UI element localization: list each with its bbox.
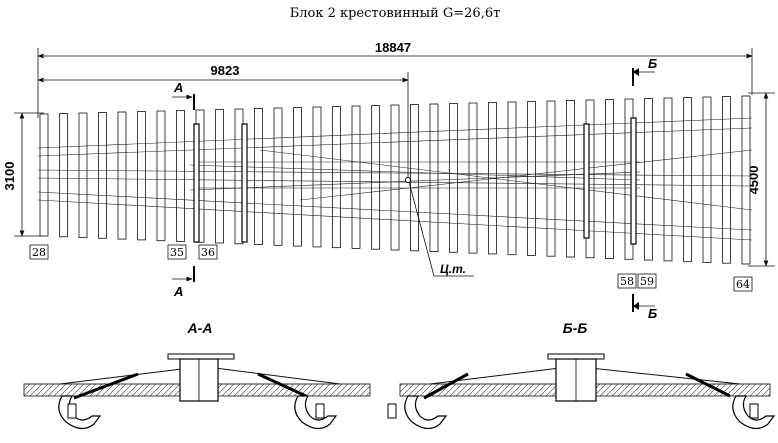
sleeper-number-35: 35 — [167, 244, 187, 260]
section-a-a: А-А — [23, 320, 371, 430]
sleeper — [254, 108, 263, 246]
sleeper-number-58: 58 — [617, 273, 637, 289]
center-of-gravity-marker: Ц.т. — [405, 177, 474, 277]
section-mark-a-bottom: А — [172, 266, 195, 299]
sleeper — [527, 101, 536, 256]
sleeper-number-59: 59 — [637, 273, 657, 289]
sleeper — [117, 111, 127, 240]
section-b-b: Б-Б — [387, 320, 776, 430]
sleeper — [702, 96, 712, 263]
sleeper — [156, 110, 166, 242]
partial-length-label: 9823 — [211, 63, 240, 78]
sleeper — [59, 113, 68, 238]
sleeper — [176, 110, 185, 242]
sleeper — [410, 104, 419, 252]
section-b-b-title: Б-Б — [563, 320, 588, 336]
sleeper — [371, 105, 380, 250]
svg-text:Б: Б — [648, 56, 657, 71]
overall-length-dimension: 18847 — [37, 40, 753, 118]
svg-text:28: 28 — [32, 246, 46, 259]
svg-text:А: А — [173, 284, 183, 299]
sleeper — [683, 97, 692, 263]
left-width-label: 3100 — [2, 162, 17, 191]
sleeper — [98, 112, 107, 239]
sleeper — [215, 109, 224, 244]
svg-text:А: А — [173, 80, 183, 95]
sleeper — [78, 112, 88, 238]
svg-text:35: 35 — [170, 246, 184, 259]
section-mark-b-top: Б — [632, 56, 657, 86]
sleeper — [312, 106, 322, 248]
sleeper-number-28: 28 — [29, 244, 49, 260]
svg-text:58: 58 — [620, 275, 634, 288]
sleeper — [566, 100, 575, 258]
svg-text:Б: Б — [648, 306, 657, 321]
sleepers-group — [39, 95, 751, 265]
svg-text:36: 36 — [201, 246, 215, 259]
sleeper — [507, 101, 517, 256]
sleeper — [390, 104, 400, 251]
tie-bars — [193, 117, 637, 245]
section-mark-b-bottom: Б — [632, 294, 657, 321]
sleeper — [449, 103, 458, 253]
sleeper — [273, 107, 283, 246]
sleeper — [546, 100, 556, 257]
svg-text:59: 59 — [640, 275, 654, 288]
overall-length-label: 18847 — [375, 40, 411, 55]
sleeper — [429, 103, 439, 253]
sleeper-number-36: 36 — [198, 244, 218, 260]
sleeper — [137, 111, 146, 241]
sleeper — [722, 96, 731, 264]
sleeper — [663, 97, 673, 262]
left-width-dimension: 3100 — [2, 112, 44, 237]
svg-text:64: 64 — [736, 278, 750, 291]
drawing-title: Блок 2 крестовинный G=26,6т — [290, 6, 501, 21]
sleeper — [293, 107, 302, 247]
center-of-gravity-label: Ц.т. — [440, 262, 466, 276]
section-mark-a-top: А — [172, 80, 195, 110]
sleeper — [351, 105, 361, 249]
sleeper — [332, 106, 341, 249]
section-a-a-title: А-А — [187, 320, 213, 336]
sleeper — [468, 102, 478, 254]
sleeper-number-64: 64 — [733, 276, 753, 292]
sleeper — [39, 113, 49, 237]
sleeper — [644, 98, 653, 261]
sleeper — [741, 95, 751, 265]
